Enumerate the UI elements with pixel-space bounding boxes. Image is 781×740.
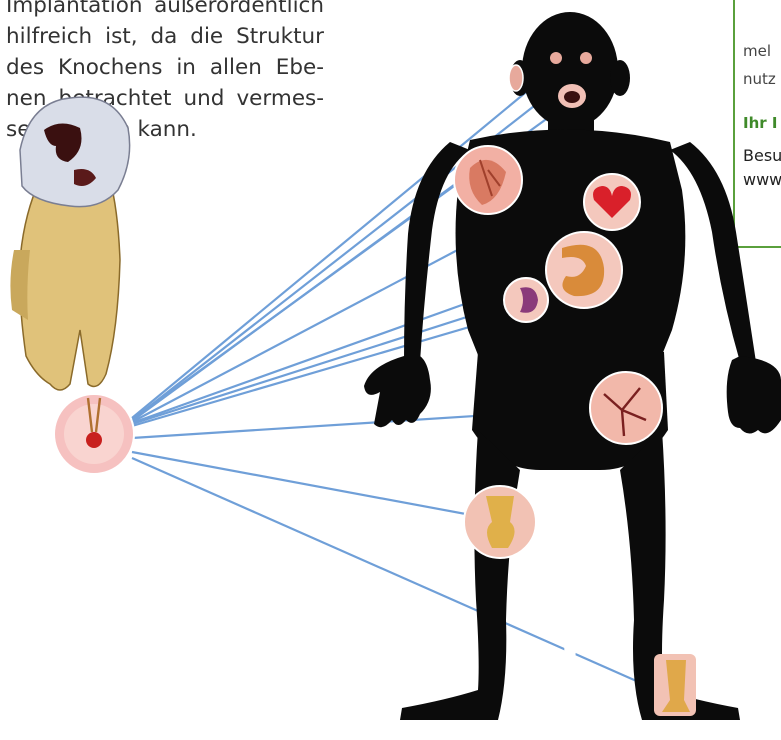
leg-gap: [560, 470, 580, 720]
ear-icon: [509, 65, 523, 91]
heart-icon: [584, 174, 640, 230]
ankle-icon: [654, 654, 696, 716]
eye-icon: [550, 52, 562, 64]
lung-icon: [454, 146, 522, 214]
eye-icon: [580, 52, 592, 64]
mouth-icon: [558, 84, 586, 108]
focus-circle: [54, 394, 134, 474]
stomach-icon: [546, 232, 622, 308]
knee-icon: [464, 486, 536, 558]
tooth-icon: [10, 97, 129, 390]
kidney-icon: [504, 278, 548, 322]
vessel-icon: [590, 372, 662, 444]
